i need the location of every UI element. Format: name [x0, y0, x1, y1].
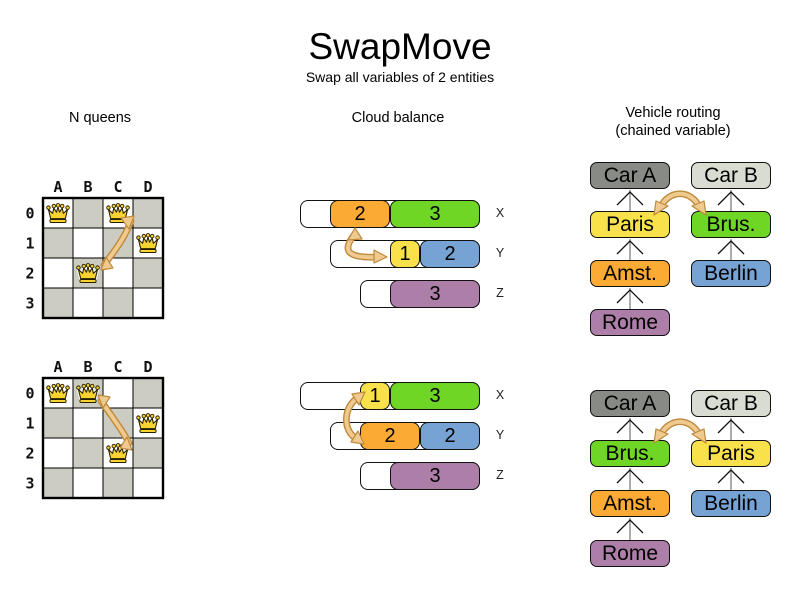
vehicle-box: Paris — [691, 440, 771, 467]
vehicle-box: Car B — [691, 162, 771, 189]
process-block: 3 — [390, 462, 480, 490]
vehicle-box: Brus. — [590, 440, 670, 467]
computer-label: Y — [495, 428, 505, 442]
vehicle-box: Paris — [590, 211, 670, 238]
process-block: 3 — [390, 280, 480, 308]
computer-label: Z — [496, 468, 504, 482]
vehicle-box: Rome — [590, 309, 670, 336]
vehicle-box: Car A — [590, 390, 670, 417]
computer-label: Y — [495, 246, 505, 260]
process-block: 3 — [390, 382, 480, 410]
vehicle-box: Car A — [590, 162, 670, 189]
vehicle-box: Berlin — [691, 490, 771, 517]
section-subheader-vehicle: (chained variable) — [615, 123, 731, 139]
computer-label: X — [495, 206, 505, 220]
page-title: SwapMove — [308, 26, 492, 67]
process-block: 2 — [420, 422, 480, 450]
vehicle-box: Amst. — [590, 260, 670, 287]
process-block: 2 — [330, 200, 390, 228]
section-header-cloud: Cloud balance — [351, 110, 445, 126]
vehicle-box: Berlin — [691, 260, 771, 287]
section-header-vehicle: Vehicle routing — [625, 105, 721, 121]
process-block: 1 — [390, 240, 420, 268]
vehicle-box: Rome — [590, 540, 670, 567]
process-block: 2 — [420, 240, 480, 268]
page-subtitle: Swap all variables of 2 entities — [305, 69, 495, 85]
vehicle-box: Amst. — [590, 490, 670, 517]
vehicle-box: Car B — [691, 390, 771, 417]
vehicle-box: Brus. — [691, 211, 771, 238]
computer-label: Z — [496, 286, 504, 300]
section-header-nqueens: N queens — [68, 110, 132, 126]
computer-label: X — [495, 388, 505, 402]
process-block: 3 — [390, 200, 480, 228]
